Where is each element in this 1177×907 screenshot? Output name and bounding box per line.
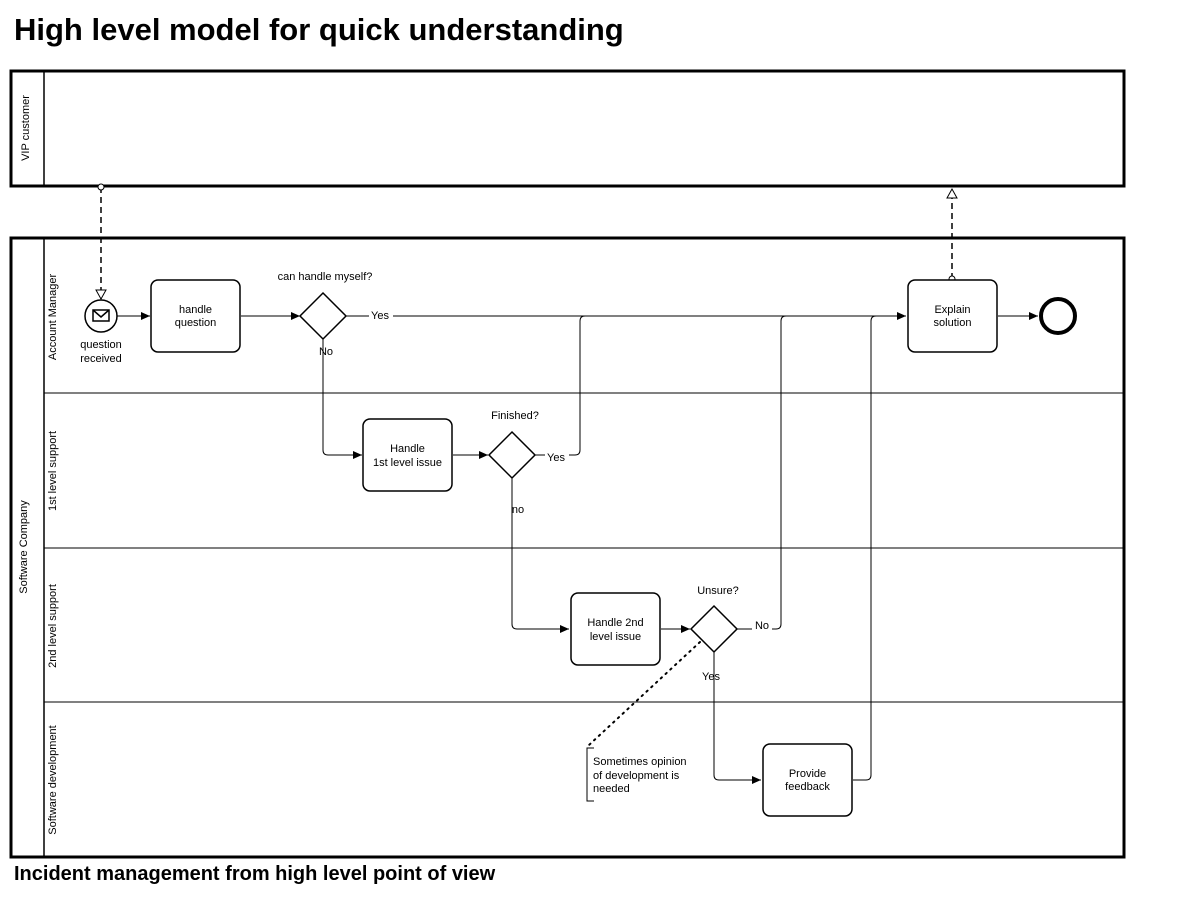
- task-label: Handle 2nd: [587, 617, 643, 629]
- pool-label-vip: VIP customer: [20, 95, 32, 161]
- gateway-no-label: no: [512, 504, 524, 516]
- gateway-finished[interactable]: Finished? Yes no: [487, 410, 569, 516]
- task-provide-feedback[interactable]: Provide feedback: [762, 743, 853, 817]
- flow-unsure-no[interactable]: [737, 315, 787, 630]
- page-title: High level model for quick understanding: [14, 12, 624, 47]
- start-event-label-2: received: [80, 353, 122, 365]
- gateway-question-label: Finished?: [491, 410, 539, 422]
- task-label: Handle: [390, 443, 425, 455]
- gateway-no-label: No: [319, 346, 333, 358]
- lane-label-1st-level: 1st level support: [47, 431, 59, 511]
- annotation-line-3: needed: [593, 783, 630, 795]
- gateway-yes-label: Yes: [371, 310, 389, 322]
- task-handle-second-level-issue[interactable]: Handle 2nd level issue: [570, 592, 661, 666]
- end-event[interactable]: [1039, 297, 1077, 335]
- lane-label-software-dev: Software development: [47, 725, 59, 834]
- pool-label-company: Software Company: [18, 500, 30, 594]
- task-label: Provide: [789, 768, 826, 780]
- flow-unsure-yes[interactable]: [713, 652, 761, 784]
- task-label: question: [175, 317, 217, 329]
- annotation-association[interactable]: [588, 641, 701, 746]
- gateway-question-label: can handle myself?: [278, 271, 373, 283]
- gateway-question-label: Unsure?: [697, 585, 739, 597]
- flow-finished-yes[interactable]: [535, 315, 586, 456]
- pool-vip-customer[interactable]: VIP customer: [9, 69, 1126, 188]
- gateway-yes-label: Yes: [702, 671, 720, 683]
- gateway-can-handle-myself[interactable]: can handle myself? Yes No: [278, 271, 393, 358]
- text-annotation[interactable]: Sometimes opinion of development is need…: [586, 747, 687, 802]
- sequence-flows: [117, 312, 1038, 784]
- task-explain-solution[interactable]: Explain solution: [907, 279, 998, 353]
- gateway-unsure[interactable]: Unsure? No Yes: [689, 585, 772, 683]
- lane-label-account-manager: Account Manager: [47, 274, 59, 361]
- diagram-caption: Incident management from high level poin…: [14, 863, 496, 885]
- task-label: feedback: [785, 781, 830, 793]
- flow-no-to-first-level[interactable]: [322, 339, 362, 459]
- gateway-yes-label: Yes: [547, 452, 565, 464]
- flow-finished-no[interactable]: [511, 478, 569, 633]
- task-handle-question[interactable]: handle question: [150, 279, 241, 353]
- start-event-label-1: question: [80, 339, 122, 351]
- task-label: handle: [179, 304, 212, 316]
- task-label: Explain: [934, 304, 970, 316]
- lane-label-2nd-level: 2nd level support: [47, 584, 59, 668]
- task-label: solution: [934, 317, 972, 329]
- task-label: level issue: [590, 631, 641, 643]
- annotation-line-1: Sometimes opinion: [593, 756, 687, 768]
- annotation-line-2: of development is: [593, 770, 680, 782]
- gateway-no-label: No: [755, 620, 769, 632]
- envelope-icon: [92, 309, 110, 322]
- flow-feedback-to-explain[interactable]: [853, 315, 877, 781]
- task-handle-first-level-issue[interactable]: Handle 1st level issue: [362, 418, 453, 492]
- task-label: 1st level issue: [373, 457, 442, 469]
